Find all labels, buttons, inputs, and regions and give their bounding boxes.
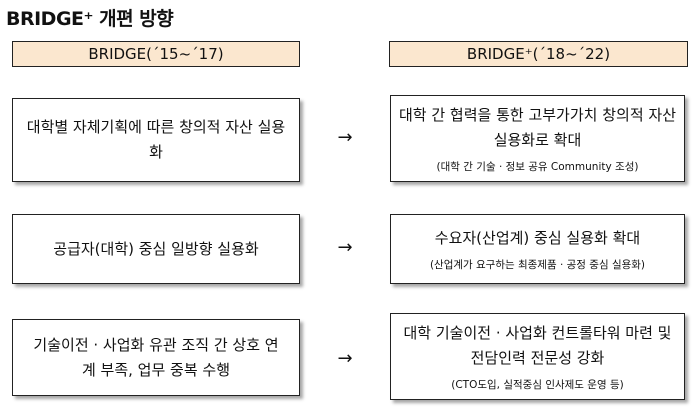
right-box-3-main: 대학 기술이전 · 사업화 컨트롤타워 마련 및 전담인력 전문성 강화 [403, 324, 672, 367]
left-box-2: 공급자(대학) 중심 일방향 실용화 [12, 214, 300, 284]
right-box-1-main: 대학 간 협력을 통한 고부가가치 창의적 자산 실용화로 확대 [398, 106, 676, 149]
left-box-2-text: 공급자(대학) 중심 일방향 실용화 [53, 239, 259, 258]
right-box-3-sub: (CTO도입, 실적중심 인사제도 운영 등) [451, 379, 624, 391]
arrow-right-icon: → [337, 348, 353, 369]
arrow-right-icon: → [337, 237, 353, 258]
page-title: BRIDGE⁺ 개편 방향 [6, 8, 174, 30]
right-box-2: 수요자(산업계) 중심 실용화 확대 (산업계가 요구하는 최종제품 · 공정 … [390, 214, 685, 284]
arrow-right-icon: → [337, 127, 353, 148]
left-box-1-text: 대학별 자체기획에 따른 창의적 자산 실용화 [26, 118, 286, 161]
right-box-1: 대학 간 협력을 통한 고부가가치 창의적 자산 실용화로 확대 (대학 간 기… [390, 95, 685, 182]
right-box-2-sub: (산업계가 요구하는 최종제품 · 공정 중심 실용화) [429, 259, 646, 271]
header-bridge-2015-2017: BRIDGE(´15~´17) [12, 41, 300, 67]
left-box-3-text: 기술이전 · 사업화 유관 조직 간 상호 연계 부족, 업무 중복 수행 [33, 335, 279, 379]
right-box-1-sub: (대학 간 기술 · 정보 공유 Community 조성) [436, 161, 639, 173]
header-bridge-plus-2018-2022: BRIDGE⁺(´18~´22) [389, 41, 688, 67]
right-box-2-main: 수요자(산업계) 중심 실용화 확대 [434, 229, 641, 247]
right-box-3: 대학 기술이전 · 사업화 컨트롤타워 마련 및 전담인력 전문성 강화 (CT… [390, 313, 685, 400]
left-box-1: 대학별 자체기획에 따른 창의적 자산 실용화 [12, 98, 300, 182]
left-box-3: 기술이전 · 사업화 유관 조직 간 상호 연계 부족, 업무 중복 수행 [12, 319, 300, 396]
